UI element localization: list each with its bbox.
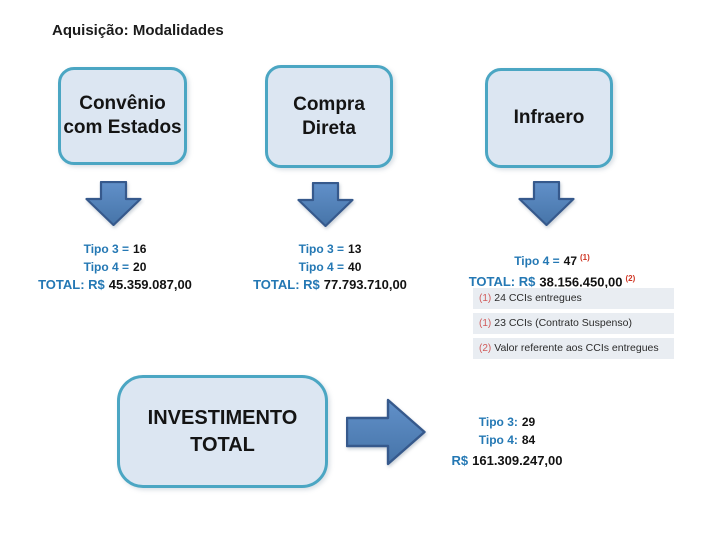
stat-line-total: TOTAL: R$38.156.450,00(2) bbox=[452, 270, 652, 290]
stat-label: Tipo 4: bbox=[478, 433, 518, 447]
footnote-marker: (2) bbox=[479, 343, 492, 354]
box-convenio-label: Convênio com Estados bbox=[63, 93, 182, 138]
stat-line-total: TOTAL: R$77.793.710,00 bbox=[240, 276, 420, 294]
stat-value: 13 bbox=[348, 242, 362, 256]
convenio-stats: Tipo 3 =16 Tipo 4 =20 TOTAL: R$45.359.08… bbox=[25, 240, 205, 294]
stat-line: Tipo 4:84 bbox=[427, 431, 587, 449]
stat-value: 84 bbox=[521, 433, 536, 447]
box-investimento-total: INVESTIMENTO TOTAL bbox=[117, 375, 328, 488]
box-compra-direta: Compra Direta bbox=[265, 65, 393, 168]
down-arrow-icon bbox=[518, 181, 575, 226]
footnote-marker: (1) bbox=[479, 318, 492, 329]
down-arrow-icon bbox=[297, 182, 354, 227]
box-infraero: Infraero bbox=[485, 68, 613, 168]
stat-label: Tipo 3 = bbox=[298, 242, 345, 256]
stat-line: Tipo 3 =16 bbox=[25, 240, 205, 258]
stat-label: Tipo 4 = bbox=[83, 260, 130, 274]
footnote-ref: (2) bbox=[625, 274, 636, 283]
stat-line: Tipo 3 =13 bbox=[240, 240, 420, 258]
stat-line: Tipo 4 =40 bbox=[240, 258, 420, 276]
box-investimento-label: INVESTIMENTO TOTAL bbox=[147, 406, 298, 456]
stat-label: TOTAL: R$ bbox=[38, 277, 105, 292]
infraero-stats: Tipo 4 =47(1) TOTAL: R$38.156.450,00(2) bbox=[452, 249, 652, 290]
investment-total-stats: Tipo 3:29 Tipo 4:84 R$161.309.247,00 bbox=[427, 413, 587, 470]
box-compra-label: Compra Direta bbox=[293, 93, 365, 139]
stat-label: Tipo 3: bbox=[478, 415, 518, 429]
footnote-text: 23 CCIs (Contrato Suspenso) bbox=[494, 317, 632, 329]
stat-value: 29 bbox=[521, 415, 536, 429]
footnote-row: (1)23 CCIs (Contrato Suspenso) bbox=[473, 313, 674, 334]
right-arrow-icon bbox=[346, 398, 426, 466]
footnote-row: (2)Valor referente aos CCIs entregues bbox=[473, 338, 674, 359]
footnote-marker: (1) bbox=[479, 293, 492, 304]
footnote-ref: (1) bbox=[580, 253, 590, 262]
stat-value: 20 bbox=[133, 260, 147, 274]
stat-value: 45.359.087,00 bbox=[108, 277, 192, 292]
stat-value: 38.156.450,00 bbox=[539, 274, 623, 290]
stat-label: Tipo 3 = bbox=[83, 242, 130, 256]
box-convenio-com-estados: Convênio com Estados bbox=[58, 67, 187, 165]
stat-value: 77.793.710,00 bbox=[323, 277, 407, 292]
box-infraero-label: Infraero bbox=[513, 107, 585, 128]
stat-value: 16 bbox=[133, 242, 147, 256]
stat-line: Tipo 4 =47(1) bbox=[452, 249, 652, 270]
stat-label: Tipo 4 = bbox=[298, 260, 345, 274]
stat-line: Tipo 4 =20 bbox=[25, 258, 205, 276]
stat-line-total: TOTAL: R$45.359.087,00 bbox=[25, 276, 205, 294]
footnote-row: (1)24 CCIs entregues bbox=[473, 288, 674, 309]
stat-value: 161.309.247,00 bbox=[472, 453, 563, 468]
stat-label: TOTAL: R$ bbox=[468, 274, 536, 290]
stat-label: TOTAL: R$ bbox=[253, 277, 320, 292]
stat-line: Tipo 3:29 bbox=[427, 413, 587, 431]
footnote-text: Valor referente aos CCIs entregues bbox=[494, 342, 659, 354]
stat-label: Tipo 4 = bbox=[514, 254, 560, 268]
footnotes: (1)24 CCIs entregues (1)23 CCIs (Contrat… bbox=[473, 288, 674, 363]
down-arrow-icon bbox=[85, 181, 142, 226]
stat-value: 47 bbox=[563, 254, 578, 268]
stat-value: 40 bbox=[348, 260, 362, 274]
stat-line-total: R$161.309.247,00 bbox=[427, 452, 587, 470]
page-title: Aquisição: Modalidades bbox=[52, 22, 224, 39]
footnote-text: 24 CCIs entregues bbox=[494, 292, 582, 304]
compra-direta-stats: Tipo 3 =13 Tipo 4 =40 TOTAL: R$77.793.71… bbox=[240, 240, 420, 294]
stat-label: R$ bbox=[451, 453, 469, 468]
